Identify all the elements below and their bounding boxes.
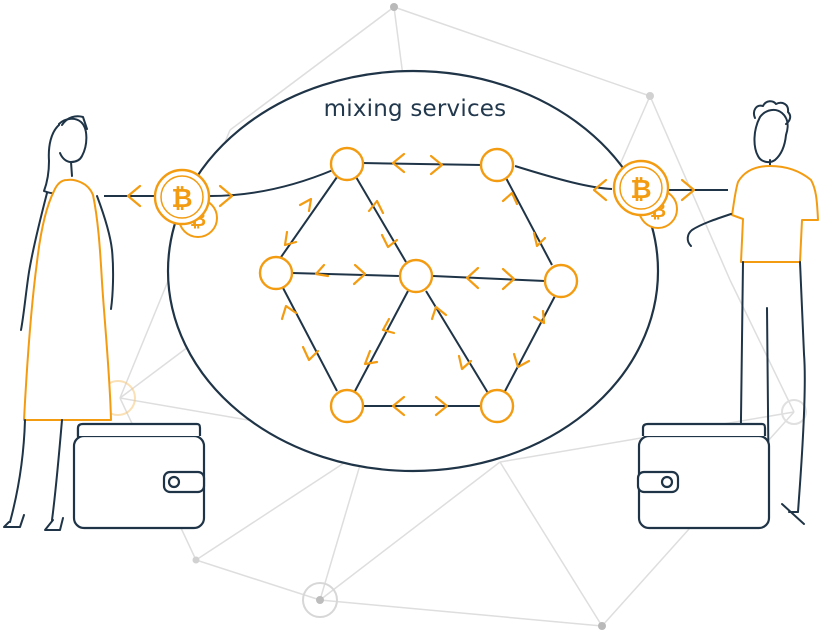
node-mid-right bbox=[543, 263, 579, 299]
diagram-title: mixing services bbox=[323, 96, 507, 122]
node-mid-left bbox=[258, 255, 294, 291]
wallet-icon-right bbox=[636, 422, 771, 530]
bitcoin-coin-icon-left: ₿ ₿ bbox=[153, 168, 218, 238]
node-center bbox=[398, 258, 434, 294]
woman-figure bbox=[3, 115, 115, 531]
svg-text:₿: ₿ bbox=[630, 175, 651, 205]
svg-text:₿: ₿ bbox=[171, 184, 192, 214]
node-bottom-left bbox=[329, 388, 365, 424]
man-figure bbox=[686, 100, 819, 525]
node-top-right bbox=[479, 147, 515, 183]
wallet-icon-left bbox=[72, 422, 206, 530]
arrow-icons bbox=[126, 152, 696, 417]
mixer-network-edges bbox=[278, 162, 556, 407]
outgoing-flow bbox=[514, 165, 728, 191]
node-top-left bbox=[329, 146, 365, 182]
bitcoin-coin-icon-right: ₿ ₿ bbox=[612, 159, 678, 229]
mixer-nodes bbox=[258, 146, 579, 424]
background-nodes bbox=[100, 3, 807, 630]
node-bottom-right bbox=[479, 388, 515, 424]
